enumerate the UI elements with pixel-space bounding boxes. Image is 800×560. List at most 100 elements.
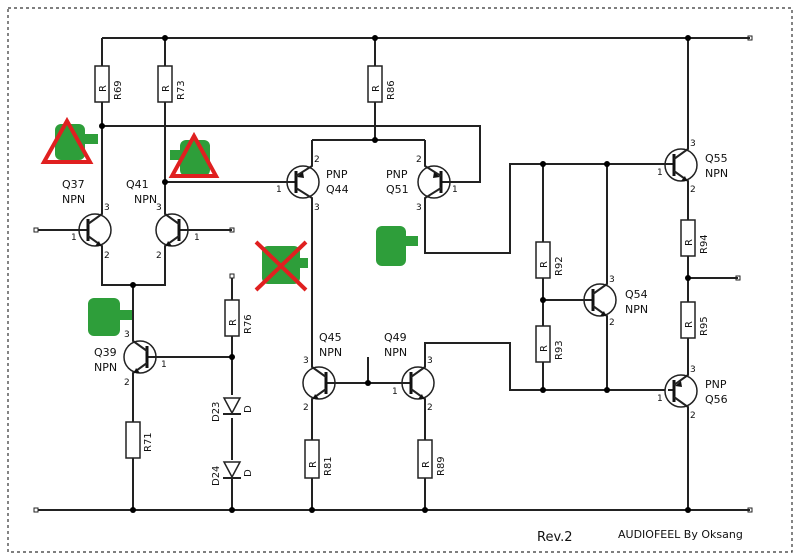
cross-mark-q44 [254, 240, 308, 292]
resistor-r89: R R89 [417, 439, 447, 479]
svg-text:NPN: NPN [134, 193, 157, 206]
svg-text:1: 1 [276, 185, 282, 195]
svg-text:3: 3 [609, 275, 615, 285]
svg-text:R69: R69 [113, 80, 124, 100]
svg-text:R: R [684, 321, 695, 328]
title-block: Rev.2 AUDIOFEEL By Oksang [537, 528, 743, 545]
svg-text:D24: D24 [211, 466, 222, 486]
svg-text:R: R [421, 461, 432, 468]
svg-text:3: 3 [690, 365, 696, 375]
svg-text:Q56: Q56 [705, 393, 728, 406]
resistor-r94: R R94 [680, 219, 710, 257]
svg-text:Q54: Q54 [625, 288, 648, 301]
svg-text:2: 2 [303, 403, 309, 413]
svg-text:PNP: PNP [705, 378, 727, 391]
svg-text:2: 2 [609, 318, 615, 328]
svg-text:3: 3 [104, 203, 110, 213]
resistor-r73: R R73 [157, 65, 187, 103]
resistor-r86: R R86 [367, 65, 397, 103]
svg-text:R89: R89 [436, 456, 447, 476]
svg-text:NPN: NPN [625, 303, 648, 316]
svg-text:R: R [308, 461, 319, 468]
resistor-r95: R R95 [680, 301, 710, 339]
credit-label: AUDIOFEEL By Oksang [618, 528, 743, 541]
svg-text:R86: R86 [386, 80, 397, 100]
svg-text:Q41: Q41 [126, 178, 149, 191]
svg-text:D23: D23 [211, 402, 222, 422]
svg-text:NPN: NPN [705, 167, 728, 180]
svg-text:2: 2 [156, 251, 162, 261]
svg-text:R: R [539, 345, 550, 352]
svg-text:2: 2 [104, 251, 110, 261]
svg-text:Q45: Q45 [319, 331, 342, 344]
svg-text:1: 1 [657, 168, 663, 178]
svg-text:R94: R94 [699, 234, 710, 254]
svg-text:2: 2 [124, 378, 130, 388]
resistor-r92: R R92 [535, 241, 565, 279]
svg-text:NPN: NPN [384, 346, 407, 359]
svg-text:Q49: Q49 [384, 331, 407, 344]
resistor-r69: R R69 [94, 65, 124, 103]
transistor-q49: 1 3 2 Q49 NPN [384, 331, 435, 413]
svg-text:R: R [98, 85, 109, 92]
resistor-r81: R R81 [304, 439, 334, 479]
svg-text:R: R [228, 319, 239, 326]
svg-text:PNP: PNP [386, 168, 408, 181]
transistor-q41: 1 3 2 Q41 NPN [126, 178, 200, 261]
transistor-q51: 1 2 3 PNP Q51 [386, 155, 458, 213]
svg-text:3: 3 [427, 356, 433, 366]
svg-text:Q55: Q55 [705, 152, 728, 165]
diode-d24: D24 D [211, 461, 254, 486]
svg-text:1: 1 [71, 233, 77, 243]
svg-text:1: 1 [657, 394, 663, 404]
svg-text:3: 3 [690, 139, 696, 149]
terminals [33, 35, 753, 513]
resistor-r71: R71 [125, 421, 154, 459]
warning-triangle-q41 [168, 131, 220, 178]
green-marker-q39 [88, 298, 132, 336]
svg-text:2: 2 [690, 411, 696, 421]
svg-text:R81: R81 [323, 456, 334, 476]
svg-text:2: 2 [427, 403, 433, 413]
svg-text:R: R [161, 85, 172, 92]
svg-text:R73: R73 [176, 80, 187, 100]
svg-text:D: D [243, 405, 254, 413]
svg-text:NPN: NPN [94, 361, 117, 374]
diode-d23: D23 D [211, 397, 254, 422]
transistor-q39: 1 3 2 Q39 NPN [94, 330, 167, 388]
svg-text:R71: R71 [143, 432, 154, 452]
transistor-q37: 1 3 2 Q37 NPN [62, 178, 112, 261]
svg-text:2: 2 [314, 155, 320, 165]
revision-label: Rev.2 [537, 530, 573, 545]
sheet-border [7, 7, 793, 553]
svg-text:2: 2 [416, 155, 422, 165]
svg-text:3: 3 [314, 203, 320, 213]
svg-text:1: 1 [392, 387, 398, 397]
transistor-q54: 3 2 Q54 NPN [582, 275, 648, 328]
svg-text:R: R [539, 261, 550, 268]
svg-text:Q51: Q51 [386, 183, 409, 196]
svg-text:D: D [243, 469, 254, 477]
svg-text:R92: R92 [554, 256, 565, 276]
svg-text:Q44: Q44 [326, 183, 349, 196]
transistor-q45: 3 2 Q45 NPN [302, 331, 342, 413]
svg-text:1: 1 [452, 185, 458, 195]
svg-text:1: 1 [161, 360, 167, 370]
svg-text:2: 2 [690, 185, 696, 195]
svg-text:3: 3 [303, 356, 309, 366]
transistor-q44: 1 2 3 PNP Q44 [276, 155, 349, 213]
svg-text:Q37: Q37 [62, 178, 85, 191]
resistor-r93: R R93 [535, 325, 565, 363]
svg-text:R: R [371, 85, 382, 92]
svg-text:3: 3 [416, 203, 422, 213]
green-marker-q51 [376, 226, 418, 266]
svg-text:1: 1 [194, 233, 200, 243]
svg-text:3: 3 [156, 203, 162, 213]
transistor-q55: 1 3 2 Q55 NPN [657, 139, 728, 195]
svg-text:Q39: Q39 [94, 346, 117, 359]
svg-text:NPN: NPN [319, 346, 342, 359]
svg-text:NPN: NPN [62, 193, 85, 206]
resistor-r76: R R76 [224, 299, 254, 337]
